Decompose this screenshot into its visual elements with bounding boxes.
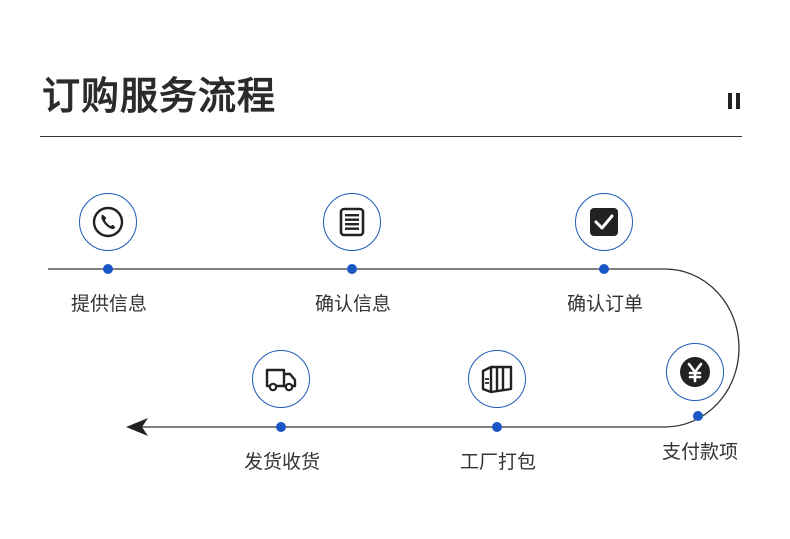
flow-line [48, 268, 740, 428]
step-6-icon-circle [252, 350, 310, 408]
step-4-icon-circle [666, 343, 724, 401]
step-5-icon-circle [468, 350, 526, 408]
step-dot-5 [492, 422, 502, 432]
title-divider [40, 136, 742, 137]
package-icon [481, 365, 513, 394]
step-6-label: 发货收货 [243, 451, 321, 473]
step-dot-6 [276, 422, 286, 432]
phone-icon [92, 206, 124, 238]
step-dot-2 [347, 264, 357, 274]
pause-icon [728, 93, 742, 109]
document-icon [339, 207, 365, 237]
step-5-label: 工厂打包 [459, 451, 537, 473]
page-title: 订购服务流程 [42, 74, 277, 118]
step-2-icon-circle [323, 193, 381, 251]
checkbox-icon [590, 208, 618, 236]
step-dot-4 [693, 411, 703, 421]
step-3-icon-circle [575, 193, 633, 251]
yen-icon [680, 357, 710, 387]
step-dot-3 [599, 264, 609, 274]
arrow-head-icon [126, 418, 148, 436]
truck-icon [265, 368, 297, 392]
step-3-label: 确认订单 [566, 293, 644, 315]
step-dot-1 [103, 264, 113, 274]
step-2-label: 确认信息 [314, 293, 392, 315]
step-4-label: 支付款项 [661, 441, 739, 463]
step-1-icon-circle [79, 193, 137, 251]
step-1-label: 提供信息 [70, 293, 148, 315]
